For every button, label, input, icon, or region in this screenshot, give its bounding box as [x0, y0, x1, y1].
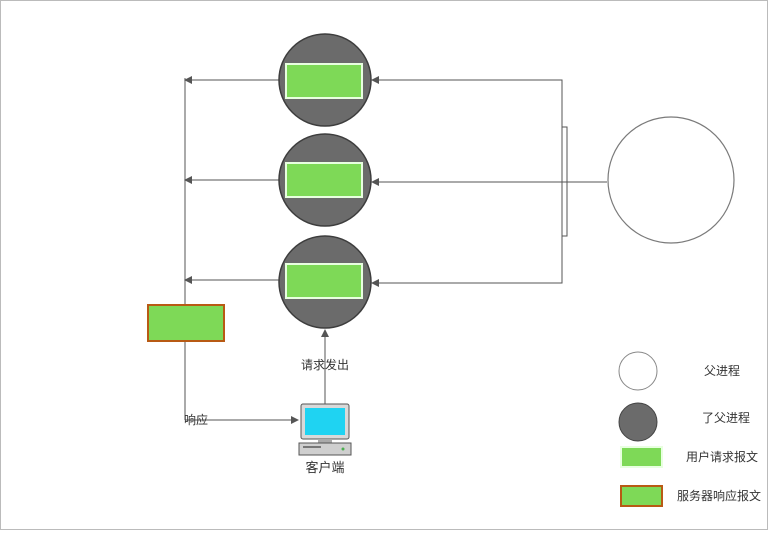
request-sent-label: 请求发出 — [301, 357, 349, 372]
monitor-screen — [305, 408, 345, 435]
legend-parent-label: 父进程 — [704, 363, 740, 378]
user-request-packet-1 — [285, 63, 363, 99]
legend-child-swatch — [618, 402, 658, 442]
power-light — [341, 447, 345, 451]
user-request-packet-2 — [285, 162, 363, 198]
parent-to-child-1-arrow — [371, 76, 607, 183]
drive-slot — [303, 446, 321, 448]
desktop-computer-icon — [298, 403, 352, 456]
response-label: 响应 — [184, 412, 208, 427]
legend-response-swatch — [620, 485, 663, 507]
legend-child-label: 了父进程 — [702, 410, 750, 425]
client-label: 客户端 — [305, 460, 344, 476]
legend: 父进程 了父进程 用户请求报文 服务器响应报文 — [618, 351, 761, 507]
legend-request-swatch — [620, 446, 663, 468]
server-response-packet — [147, 304, 225, 342]
legend-response-label: 服务器响应报文 — [677, 488, 761, 503]
parent-to-child-3-arrow — [371, 181, 607, 287]
monitor-stand — [318, 439, 332, 443]
user-request-packet-3 — [285, 263, 363, 299]
legend-request-label: 用户请求报文 — [686, 449, 758, 464]
parent-process-circle — [607, 116, 735, 244]
bracket-line — [562, 126, 568, 237]
legend-parent-swatch — [618, 351, 658, 391]
